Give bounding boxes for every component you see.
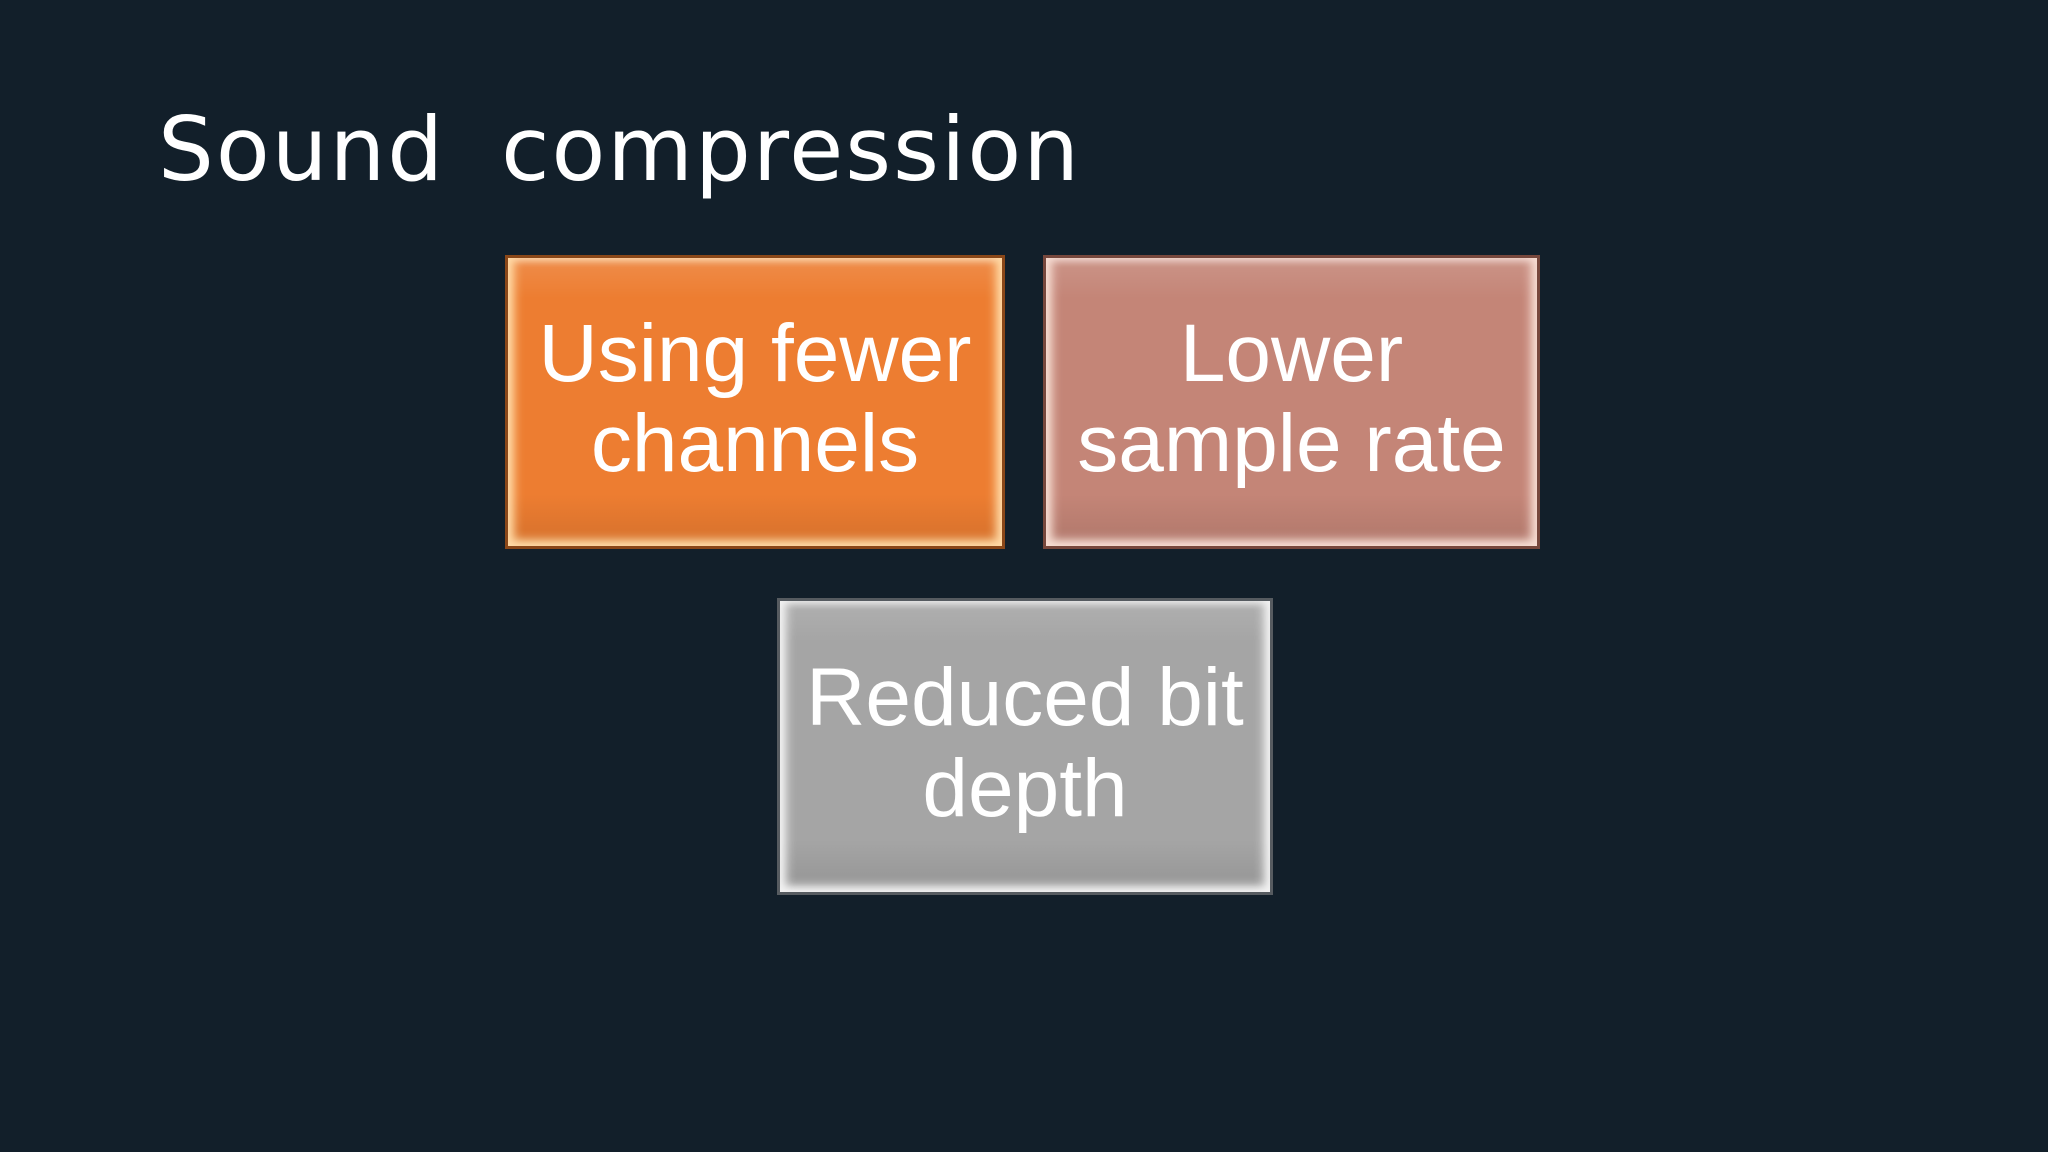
label-line: Using fewer [538, 307, 972, 399]
label-line: sample rate [1077, 398, 1506, 489]
diagram-box-reduced-bit-depth: Reduced bit depth [777, 598, 1273, 895]
label-line: depth [922, 742, 1128, 834]
diagram-box-label: Lower sample rate [1077, 307, 1506, 495]
diagram-box-label: Using fewer channels [538, 307, 972, 495]
slide-title: Sound compression [158, 98, 1082, 201]
diagram-box-using-fewer-channels: Using fewer channels [505, 255, 1005, 549]
label-line: Reduced bit [806, 652, 1244, 744]
label-line: Lower [1179, 307, 1404, 399]
diagram-box-lower-sample-rate: Lower sample rate [1043, 255, 1540, 549]
diagram-box-label: Reduced bit depth [806, 653, 1244, 839]
label-line: channels [590, 398, 920, 489]
